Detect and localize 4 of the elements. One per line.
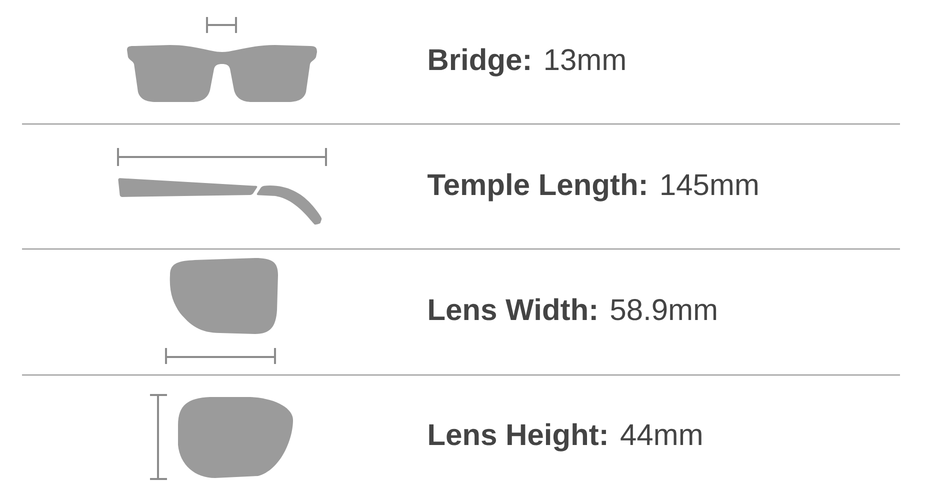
measurement-label: Lens Height: 44mm bbox=[429, 423, 702, 452]
measurement-label: Lens Width: 58.9mm bbox=[429, 298, 716, 320]
measurement-label: Bridge: 13mm bbox=[429, 48, 625, 76]
measurement-label: Temple Length: 145mm bbox=[428, 173, 758, 202]
